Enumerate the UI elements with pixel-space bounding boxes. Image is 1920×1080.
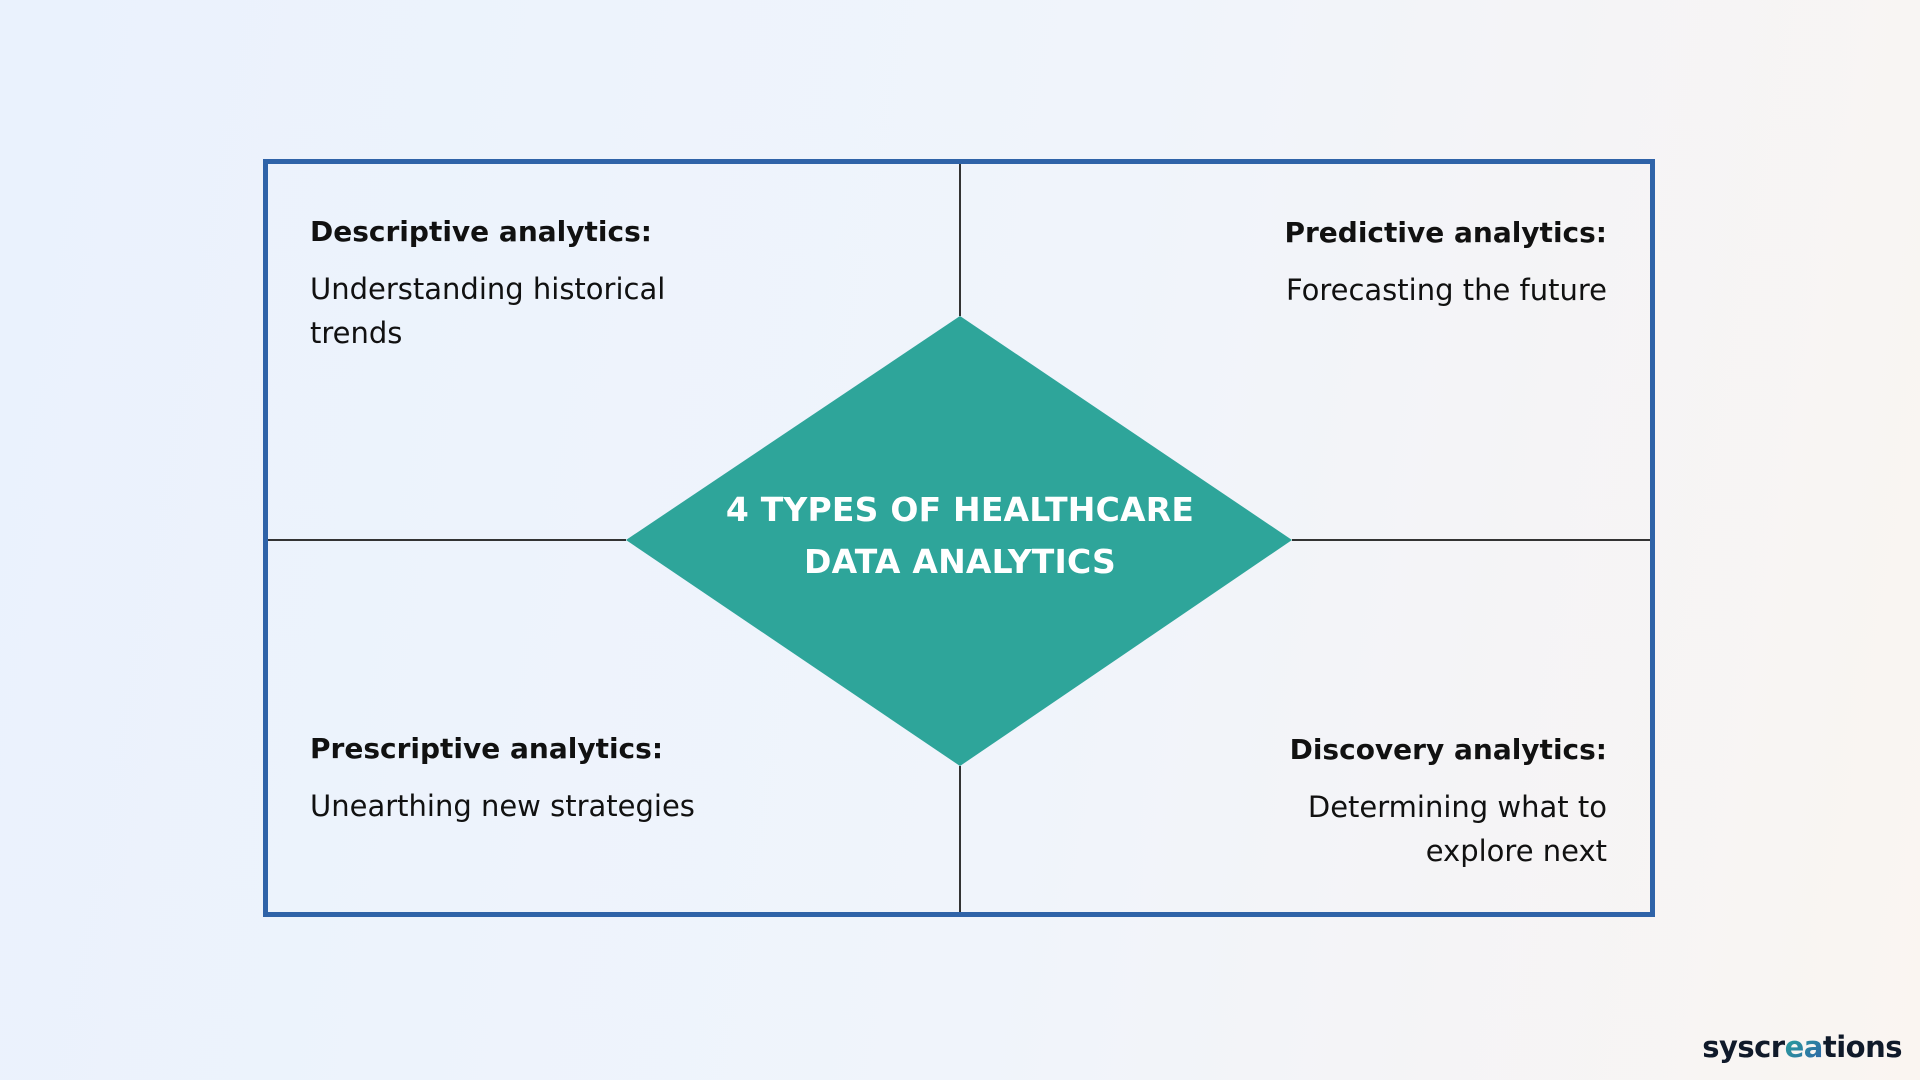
quadrant-heading: Prescriptive analytics: xyxy=(310,732,664,765)
quadrant-prescriptive: Prescriptive analytics: Unearthing new s… xyxy=(310,729,770,828)
quadrant-descriptive: Descriptive analytics: Understanding his… xyxy=(310,212,730,355)
diagram-title-line-2: DATA ANALYTICS xyxy=(803,542,1116,581)
quadrant-description-line-2: explore next xyxy=(1425,834,1607,868)
diagram-title-line-1: 4 TYPES OF HEALTHCARE xyxy=(725,490,1195,529)
quadrant-predictive: Predictive analytics: Forecasting the fu… xyxy=(1187,213,1607,312)
quadrant-description: Understanding historical trends xyxy=(310,267,730,355)
diagram-frame xyxy=(263,159,1655,917)
quadrant-description-line-1: Forecasting the future xyxy=(1285,273,1607,307)
diagram-title: 4 TYPES OF HEALTHCARE DATA ANALYTICS xyxy=(680,484,1240,588)
quadrant-heading: Descriptive analytics: xyxy=(310,215,652,248)
logo-text-start: syscr xyxy=(1702,1030,1785,1064)
quadrant-heading: Discovery analytics: xyxy=(1289,733,1607,766)
quadrant-description-line-2: trends xyxy=(310,316,403,350)
logo-text-end: tions xyxy=(1822,1030,1903,1064)
center-diamond xyxy=(626,316,1292,766)
quadrant-description: Determining what to explore next xyxy=(1187,785,1607,873)
quadrant-description-line-1: Understanding historical xyxy=(310,272,666,306)
quadrant-description: Forecasting the future xyxy=(1187,268,1607,312)
quadrant-discovery: Discovery analytics: Determining what to… xyxy=(1187,730,1607,873)
logo-text-accent: ea xyxy=(1784,1030,1824,1064)
quadrant-description-line-1: Determining what to xyxy=(1307,790,1607,824)
quadrant-description-line-1: Unearthing new strategies xyxy=(310,789,695,823)
quadrant-description: Unearthing new strategies xyxy=(310,784,770,828)
quadrant-heading: Predictive analytics: xyxy=(1284,216,1607,249)
syscreations-logo: syscreations xyxy=(1702,1030,1902,1064)
